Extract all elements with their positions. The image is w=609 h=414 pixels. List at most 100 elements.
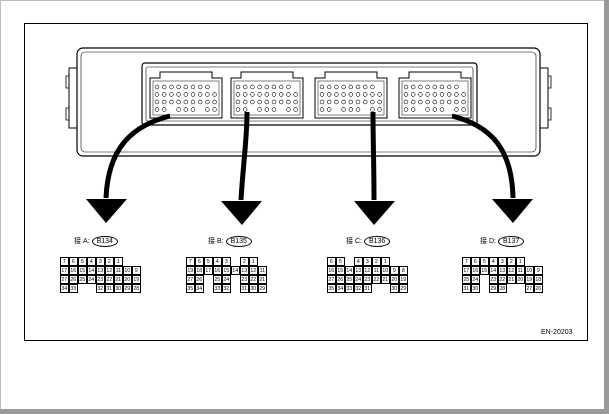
pin-cell [87,284,96,293]
ecm-pin-hole [257,99,262,105]
pin-cell: 22 [104,274,114,284]
ecm-pin-hole [432,99,437,105]
pin-cell: 1 [113,256,123,266]
pin-cell: 32 [353,283,363,293]
pin-cell: 15 [221,265,231,275]
ecm-pin-hole [454,107,459,112]
ecm-pin-hole [190,99,196,105]
pin-cell: 12 [248,265,258,275]
pin-cell [204,275,213,284]
ecm-pin-hole [403,107,409,112]
connector-block-inner [145,66,474,122]
pin-cell: 2 [104,256,114,266]
pin-cell: 21 [113,274,123,284]
pin-cell: 30 [248,283,258,293]
pin-cell [534,257,543,266]
right-bracket-tab [548,75,552,121]
connector-d-label: 接 D:B137 [480,236,525,247]
ecm-pin-hole [198,99,203,105]
pin-cell: 10 [524,265,534,275]
ecm-pin-hole [341,84,346,90]
pin-cell: 22 [248,274,258,284]
pin-cell [132,257,141,266]
pin-cell: 6 [326,256,336,266]
ecm-pin-hole [190,107,196,112]
pin-cell [507,284,516,293]
pin-cell: 7 [185,256,195,266]
ecm-pin-hole [461,99,466,105]
ecm-pin-hole [162,99,167,105]
ecm-pin-hole [190,92,196,97]
pin-cell: 5 [77,256,87,266]
pin-cell: 5 [479,256,489,266]
ecm-pin-hole [257,92,262,97]
pin-cell: 28 [497,283,507,293]
ecm-pin-hole [403,84,409,90]
pin-cell: 29 [488,283,498,293]
ecm-pin-hole [271,84,277,90]
pin-cell: 10 [122,265,132,275]
ecm-pin-hole [425,107,430,112]
ecm-pin-hole [243,107,248,112]
pin-cell: 29 [122,283,132,293]
pin-cell: 8 [398,265,408,275]
left-bracket-tab [65,75,69,121]
ecm-pin-hole [454,84,459,90]
connector-d-code: B137 [497,236,525,247]
ecm-pin-hole [355,99,361,105]
connector-d-prefix: 接 D: [480,238,496,245]
pin-cell: 12 [362,265,372,275]
ecm-port-outline [398,71,472,119]
ecm-pin-hole [348,99,353,105]
pin-cell: 31 [104,283,114,293]
ecm-pin-hole [341,107,346,112]
ecm-pin-hole [319,107,325,112]
pin-cell: 23 [488,274,498,284]
pin-cell: 5 [335,256,345,266]
pin-cell: 13 [95,265,105,275]
ecm-pin-hole [293,92,298,97]
ecm-pin-hole [461,92,466,97]
ecm-pin-hole [162,84,167,90]
ecm-pin-hole [348,107,353,112]
pin-cell [516,284,525,293]
ecm-pin-hole [425,92,430,97]
ecm-pin-hole [293,99,298,105]
pin-cell: 19 [398,274,408,284]
ecm-pin-hole [454,92,459,97]
pin-cell: 23 [95,274,105,284]
pin-cell: 6 [470,256,480,266]
arrow-to-connector-c [354,111,395,225]
ecm-pin-hole [425,99,430,105]
ecm-pin-hole [169,84,174,90]
pin-cell: 33 [344,283,354,293]
pin-cell: 23 [362,274,372,284]
pin-cell: 15 [479,265,489,275]
pin-cell: 5 [203,256,213,266]
pin-cell: 11 [113,265,123,275]
ecm-pin-hole [355,107,361,112]
ecm-pin-hole [183,107,189,112]
ecm-pin-hole [286,84,291,90]
ecm-pin-hole [243,92,248,97]
ecm-pin-hole [411,99,416,105]
pin-cell: 12 [506,265,516,275]
pin-cell [258,257,267,266]
ecm-pin-hole [205,107,210,112]
pin-cell: 21 [257,274,267,284]
ecm-pin-hole [243,99,248,105]
pin-cell: 19 [185,265,195,275]
pin-cell: 15 [335,265,345,275]
pin-cell: 3 [497,256,507,266]
ecm-pin-hole [319,84,325,90]
ecm-pin-hole [363,92,368,97]
pin-cell: 24 [353,274,363,284]
ecm-pin-hole [425,84,430,90]
ecm-pin-hole [370,92,375,97]
page-shadow-bottom [0,409,609,414]
ecm-pin-hole [418,84,423,90]
ecm-housing-inner [80,51,537,153]
pin-cell: 31 [362,283,372,293]
pin-cell [381,284,390,293]
pin-cell: 15 [77,265,87,275]
